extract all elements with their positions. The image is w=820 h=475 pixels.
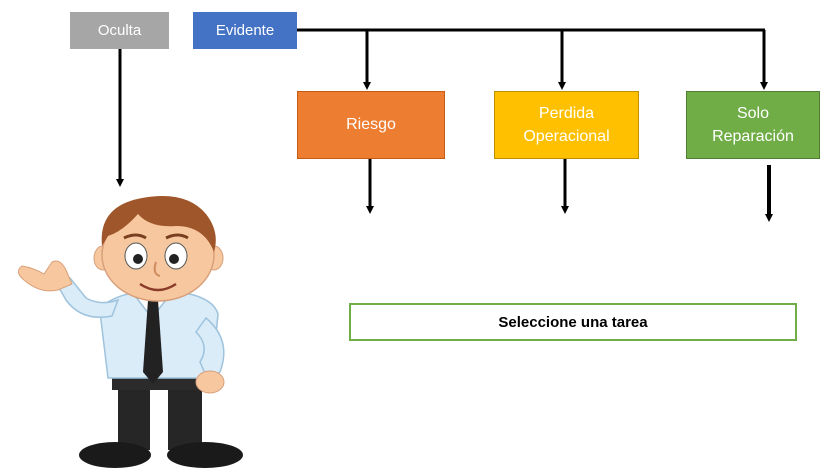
select-task-button[interactable]: Seleccione una tarea (349, 303, 797, 341)
solo-label-line2: Reparación (712, 128, 794, 145)
evidente-node[interactable]: Evidente (193, 12, 297, 49)
select-task-label: Seleccione una tarea (498, 313, 648, 331)
perdida-label-line1: Perdida (538, 104, 595, 122)
riesgo-node[interactable]: Riesgo (297, 91, 445, 159)
solo-label-line1: Solo (736, 104, 769, 122)
oculta-label: Oculta (97, 22, 142, 39)
solo-reparacion-node[interactable]: Solo Reparación (686, 91, 820, 159)
perdida-operacional-node[interactable]: Perdida Operacional (494, 91, 639, 159)
riesgo-label: Riesgo (346, 116, 396, 133)
evidente-label: Evidente (215, 22, 275, 39)
perdida-label-line2: Operacional (523, 128, 610, 145)
oculta-node[interactable]: Oculta (70, 12, 169, 49)
